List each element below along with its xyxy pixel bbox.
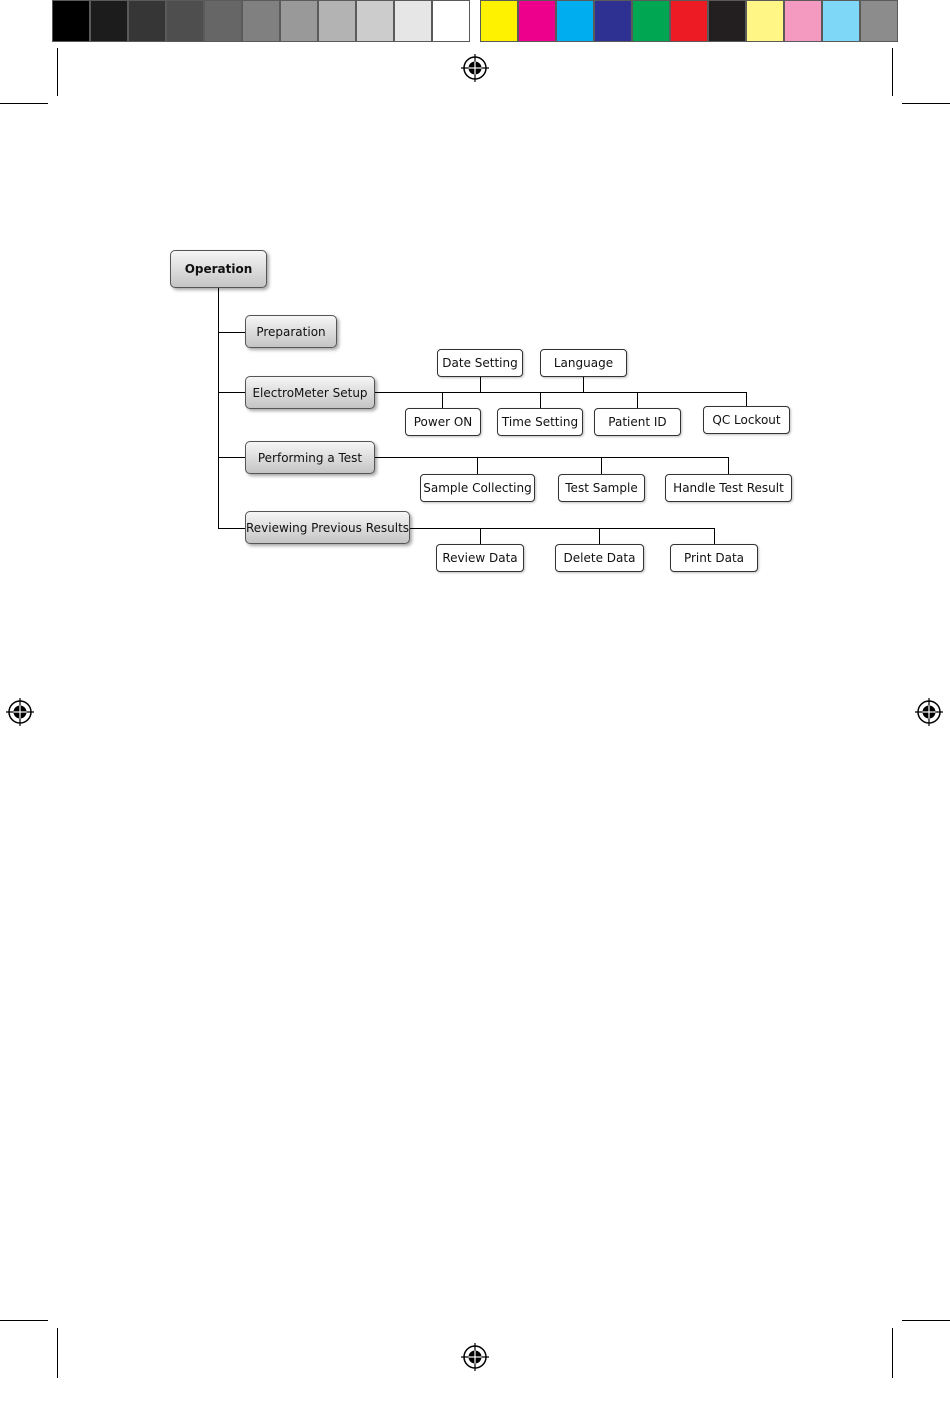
node-date-setting: Date Setting [437,349,523,377]
node-handle-test-result: Handle Test Result [665,474,792,502]
node-sample-collecting: Sample Collecting [420,474,535,502]
node-test-sample: Test Sample [558,474,645,502]
node-reviewing-previous-results: Reviewing Previous Results [245,511,410,544]
node-print-data: Print Data [670,544,758,572]
node-preparation: Preparation [245,315,337,348]
node-qc-lockout: QC Lockout [703,406,790,434]
node-electrometer-setup: ElectroMeter Setup [245,376,375,409]
node-language: Language [540,349,627,377]
node-power-on: Power ON [405,408,481,436]
node-review-data: Review Data [436,544,524,572]
node-performing-a-test: Performing a Test [245,441,375,474]
node-time-setting: Time Setting [497,408,583,436]
node-delete-data: Delete Data [555,544,644,572]
node-patient-id: Patient ID [594,408,681,436]
node-operation: Operation [170,250,267,288]
